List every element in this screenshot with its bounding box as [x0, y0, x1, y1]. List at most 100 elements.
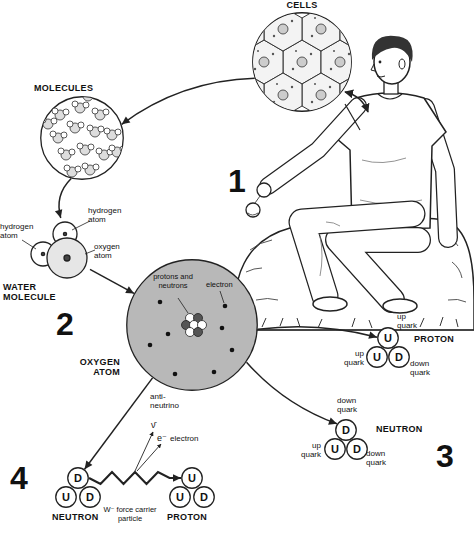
quark-circle: Uup quark: [377, 327, 399, 349]
nucleus: [198, 321, 207, 330]
leader-lines: [22, 240, 36, 249]
near-leg: [302, 214, 412, 311]
arrow-head: [368, 332, 377, 339]
connector-arrow: [85, 378, 153, 469]
torso: [360, 158, 422, 204]
particle-symbol: ν̄: [151, 420, 163, 430]
ball: [255, 196, 260, 203]
cell-pattern: [245, 40, 283, 84]
atom-label: oxygen atom: [94, 242, 130, 260]
head: [372, 36, 413, 62]
molecule-pattern: [77, 143, 94, 155]
cell-pattern: [340, 73, 378, 117]
electron-dots: [173, 372, 178, 377]
leader-lines: [178, 298, 188, 313]
quark-name: down quark: [337, 397, 365, 414]
quark-name: down quark: [366, 450, 394, 467]
nucleus: [182, 321, 191, 330]
connector-arrow: [258, 327, 377, 339]
outline-circle: [336, 420, 357, 441]
rock: [246, 232, 466, 302]
cell-arrow: [345, 92, 368, 112]
connector-line: [59, 179, 71, 218]
quark-circle: Ddown quark: [335, 419, 357, 441]
quark-letter: U: [169, 486, 191, 508]
outline-circle: [170, 487, 191, 508]
arrow-head: [55, 209, 62, 218]
outline-circle: [194, 487, 215, 508]
level-heading: CELLS: [272, 0, 332, 10]
connector-line: [247, 362, 337, 424]
quark-letter: U: [181, 467, 203, 489]
outline-circle: [182, 468, 203, 489]
level-heading: OXYGEN ATOM: [66, 357, 120, 377]
node-outline: [252, 12, 352, 112]
callout-number: 2: [56, 308, 80, 340]
grass: [228, 317, 474, 330]
electron-dots: [148, 300, 235, 377]
quark-letter: D: [67, 467, 89, 489]
outline-circle: [347, 439, 368, 460]
outline-circle: [68, 468, 89, 489]
cell-pattern: [321, 40, 359, 84]
outline-circle: [325, 439, 346, 460]
cell-pattern: [283, 40, 321, 84]
quark-circle: D: [67, 467, 89, 489]
outline-circle: [389, 347, 410, 368]
quark-letter: D: [388, 346, 410, 368]
quark-circle: U: [181, 467, 203, 489]
arrow-head: [122, 116, 131, 124]
nucleus: [194, 328, 203, 337]
callout-number: 3: [436, 440, 460, 472]
atom-label: hydrogen atom: [88, 206, 126, 224]
particle-label: electron: [170, 434, 210, 443]
head: [399, 59, 405, 69]
level-heading: MOLECULES: [34, 83, 104, 93]
far-leg: [383, 299, 417, 313]
part-label: protons and neutrons: [150, 273, 196, 290]
near-arm: [268, 106, 358, 186]
cell-pattern: [226, 73, 264, 117]
electron-dots: [230, 348, 235, 353]
near-arm: [257, 183, 271, 197]
quark-circle: U: [55, 486, 77, 508]
quark-letter: U: [377, 327, 399, 349]
near-arm: [257, 104, 360, 197]
quark-letter: D: [346, 438, 368, 460]
outline-circle: [63, 232, 66, 235]
quark-circle: U: [169, 486, 191, 508]
quark-circle: Ddown quark: [388, 346, 410, 368]
outline-circle: [80, 487, 101, 508]
arrow-head: [328, 418, 337, 425]
emission-arrows: [135, 432, 153, 471]
connector-line: [85, 378, 153, 469]
quark-circle: D: [193, 486, 215, 508]
cell-pattern: [264, 73, 302, 117]
arrow-head: [125, 286, 134, 293]
near-leg: [320, 222, 340, 276]
particle-label: PROTON: [167, 512, 217, 522]
quark-circle: Ddown quark: [346, 438, 368, 460]
connector-arrow: [90, 269, 134, 293]
arrow-head: [173, 474, 181, 482]
molecule-pattern: [82, 163, 99, 175]
molecule-pattern: [64, 165, 81, 177]
outline-circle: [56, 487, 77, 508]
outline-circle: [253, 13, 352, 112]
nucleus: [182, 314, 207, 337]
oxygen-atom: OXYGEN ATOMprotons and neutronselectron: [126, 259, 258, 391]
nucleus: [194, 314, 203, 323]
molecule-pattern: [104, 128, 121, 140]
quark-letter: U: [55, 486, 77, 508]
electron-dots: [148, 343, 153, 348]
cell-pattern: [302, 7, 340, 51]
quark-letter: U: [366, 346, 388, 368]
quark-circle: Uup quark: [324, 438, 346, 460]
molecule-pattern: [96, 148, 113, 160]
near-arm: [345, 104, 360, 130]
level-heading: WATER MOLECULE: [3, 282, 63, 302]
